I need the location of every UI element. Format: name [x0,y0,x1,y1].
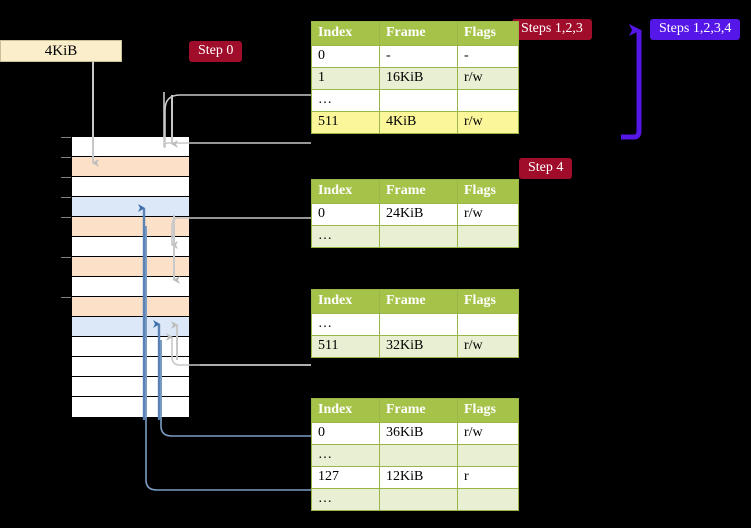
cell-flags: r/w [457,422,519,445]
cell-flags [457,313,519,336]
frame-tick-mark [61,297,71,298]
step-0-label: Step 0 [198,43,234,58]
memory-frame-row [61,157,189,177]
source-frame-4kib-box: 4KiB [0,40,122,62]
column-header-flags: Flags [457,179,519,204]
table-row: 0-- [311,45,519,68]
column-header-flags: Flags [457,398,519,423]
step-4-label: Step 4 [528,160,564,175]
connector-pd-to-memory [166,333,311,366]
cell-index: … [311,444,380,467]
memory-frame-row [72,237,189,257]
connector-pdp-to-memory [171,217,311,249]
cell-index: 1 [311,67,380,90]
cell-frame: 24KiB [379,203,458,226]
cell-flags [457,488,519,511]
cell-frame: - [379,45,458,68]
column-header-index: Index [311,398,380,423]
table-row: … [311,444,519,467]
cell-flags: r/w [457,67,519,90]
memory-frame-row [61,217,189,237]
memory-frame-row [72,377,189,397]
cell-frame [379,225,458,248]
table-row: … [311,488,519,511]
table-row: … [311,225,519,248]
cell-frame: 4KiB [379,111,458,134]
memory-frame-row [61,257,189,277]
step-0-badge: Step 0 [189,41,243,62]
memory-frame-row [72,277,189,297]
frame-tick-mark [61,177,71,178]
column-header-index: Index [311,289,380,314]
cell-index: 511 [311,335,380,358]
memory-frame-row [72,397,189,417]
cell-frame [379,444,458,467]
cell-frame: 16KiB [379,67,458,90]
column-header-frame: Frame [379,179,458,204]
frame-tick-mark [61,157,71,158]
cell-flags: - [457,45,519,68]
steps-1234-badge: Steps 1,2,3,4 [650,19,741,40]
memory-frame-row [61,297,189,317]
steps-1234-label: Steps 1,2,3,4 [659,21,732,36]
memory-frame-row [72,357,189,377]
step-4-badge: Step 4 [519,158,573,179]
cell-index: 0 [311,422,380,445]
cell-index: 0 [311,203,380,226]
frame-tick-mark [61,257,71,258]
cell-flags: r/w [457,335,519,358]
source-frame-label: 4KiB [44,42,78,59]
cell-index: … [311,313,380,336]
column-header-flags: Flags [457,289,519,314]
cell-index: 127 [311,466,380,489]
cell-frame [379,488,458,511]
cell-flags: r/w [457,203,519,226]
table-row: … [311,313,519,336]
cell-index: … [311,488,380,511]
cell-index: … [311,89,380,112]
column-header-frame: Frame [379,289,458,314]
frame-tick-mark [61,137,71,138]
physical-memory-grid [61,136,190,417]
frame-tick-mark [61,217,71,218]
cell-frame: 36KiB [379,422,458,445]
bracket-steps-1234 [621,24,642,140]
cell-frame: 32KiB [379,335,458,358]
memory-frame-row [61,197,189,217]
cell-flags [457,444,519,467]
steps-123-badge: Steps 1,2,3 [512,19,592,40]
column-header-frame: Frame [379,398,458,423]
cell-frame [379,89,458,112]
column-header-index: Index [311,21,380,46]
column-header-flags: Flags [457,21,519,46]
cell-flags: r/w [457,111,519,134]
cell-flags: r [457,466,519,489]
column-header-index: Index [311,179,380,204]
memory-frame-row [72,337,189,357]
cell-frame: 12KiB [379,466,458,489]
cell-flags [457,89,519,112]
cell-index: 0 [311,45,380,68]
frame-tick-mark [61,197,71,198]
cell-index: 511 [311,111,380,134]
table-row: … [311,89,519,112]
memory-frame-row [72,317,189,337]
column-header-frame: Frame [379,21,458,46]
cell-frame [379,313,458,336]
steps-123-label: Steps 1,2,3 [521,21,583,36]
cell-flags [457,225,519,248]
memory-frame-row [61,177,189,197]
memory-frame-row [61,137,189,157]
cell-index: … [311,225,380,248]
